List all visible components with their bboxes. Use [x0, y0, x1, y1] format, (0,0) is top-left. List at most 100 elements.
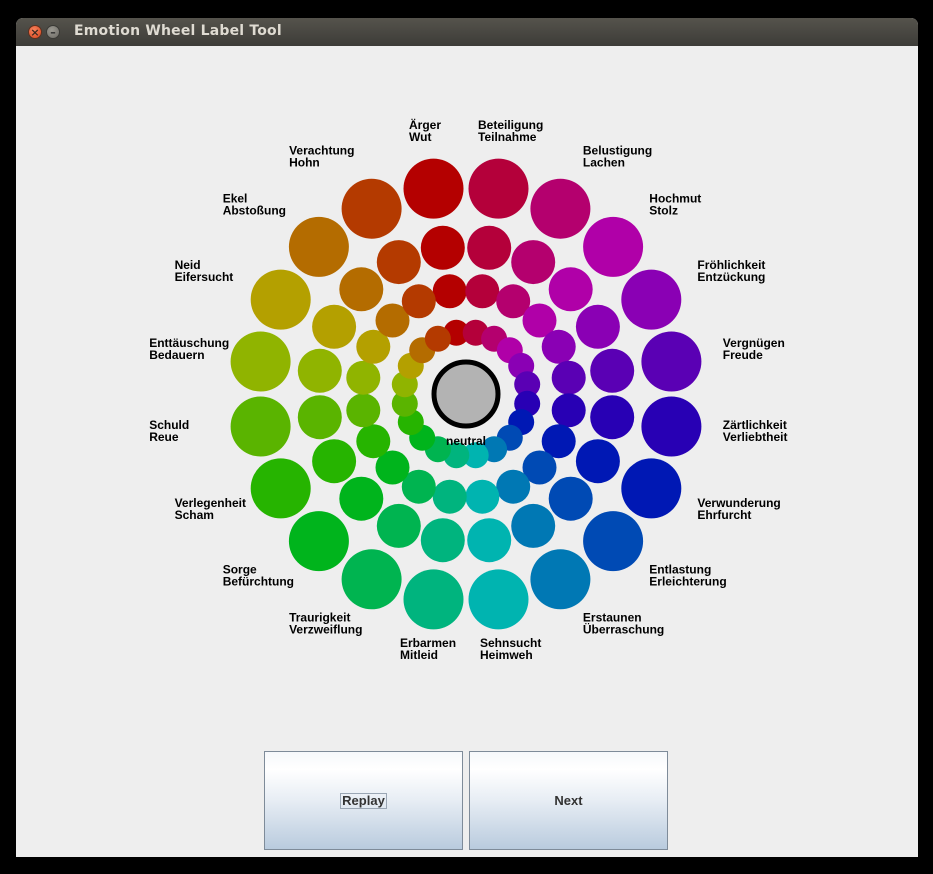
emotion-circle-intensity-1[interactable]	[424, 325, 451, 352]
emotion-circle-intensity-3[interactable]	[511, 240, 556, 285]
emotion-circle-intensity-2[interactable]	[432, 479, 467, 514]
next-button[interactable]: Next	[469, 751, 668, 850]
emotion-circle-intensity-2[interactable]	[496, 284, 531, 319]
neutral-circle[interactable]	[431, 359, 501, 429]
replay-button[interactable]: Replay	[264, 751, 463, 850]
emotion-circle-intensity-3[interactable]	[339, 476, 384, 521]
emotion-circle-intensity-3[interactable]	[575, 304, 620, 349]
close-window-button[interactable]: ×	[28, 25, 42, 39]
emotion-circle-intensity-4[interactable]	[230, 396, 291, 457]
window-title: Emotion Wheel Label Tool	[74, 23, 282, 39]
emotion-circle-intensity-2[interactable]	[541, 329, 576, 364]
emotion-circle-intensity-4[interactable]	[583, 511, 644, 572]
emotion-circle-intensity-3[interactable]	[297, 395, 342, 440]
emotion-circle-intensity-3[interactable]	[339, 267, 384, 312]
emotion-circle-intensity-4[interactable]	[621, 458, 682, 519]
emotion-circle-intensity-2[interactable]	[522, 303, 557, 338]
emotion-circle-intensity-3[interactable]	[376, 503, 421, 548]
emotion-circle-intensity-4[interactable]	[530, 549, 591, 610]
emotion-circle-intensity-2[interactable]	[432, 274, 467, 309]
emotion-circle-intensity-4[interactable]	[403, 158, 464, 219]
emotion-circle-intensity-4[interactable]	[288, 216, 349, 277]
emotion-circle-intensity-3[interactable]	[548, 267, 593, 312]
emotion-circle-intensity-4[interactable]	[341, 178, 402, 239]
emotion-circle-intensity-2[interactable]	[356, 329, 391, 364]
emotion-circle-intensity-3[interactable]	[548, 476, 593, 521]
emotion-circle-intensity-4[interactable]	[641, 331, 702, 392]
emotion-circle-intensity-3[interactable]	[590, 348, 635, 393]
emotion-circle-intensity-4[interactable]	[621, 269, 682, 330]
emotion-circle-intensity-2[interactable]	[522, 450, 557, 485]
emotion-circle-intensity-3[interactable]	[312, 439, 357, 484]
emotion-circle-intensity-4[interactable]	[288, 511, 349, 572]
emotion-circle-intensity-2[interactable]	[346, 393, 381, 428]
emotion-circle-intensity-3[interactable]	[297, 348, 342, 393]
emotion-circle-intensity-2[interactable]	[375, 450, 410, 485]
emotion-circle-intensity-1[interactable]	[391, 390, 418, 417]
emotion-circle-intensity-3[interactable]	[590, 395, 635, 440]
emotion-circle-intensity-3[interactable]	[467, 225, 512, 270]
emotion-circle-intensity-3[interactable]	[575, 439, 620, 484]
emotion-circle-intensity-1[interactable]	[514, 371, 541, 398]
minimize-window-button[interactable]: –	[46, 25, 60, 39]
emotion-circle-intensity-3[interactable]	[511, 503, 556, 548]
emotion-circle-intensity-3[interactable]	[312, 304, 357, 349]
emotion-circle-intensity-2[interactable]	[541, 424, 576, 459]
emotion-circle-intensity-1[interactable]	[462, 442, 489, 469]
emotion-circle-intensity-2[interactable]	[356, 424, 391, 459]
title-bar: × – Emotion Wheel Label Tool	[16, 18, 918, 46]
emotion-circle-intensity-4[interactable]	[403, 569, 464, 630]
emotion-circle-intensity-4[interactable]	[583, 216, 644, 277]
emotion-circle-intensity-4[interactable]	[468, 569, 529, 630]
emotion-circle-intensity-2[interactable]	[465, 274, 500, 309]
emotion-circle-intensity-4[interactable]	[250, 269, 311, 330]
emotion-circle-intensity-4[interactable]	[530, 178, 591, 239]
emotion-circle-intensity-2[interactable]	[551, 393, 586, 428]
emotion-circle-intensity-2[interactable]	[401, 469, 436, 504]
emotion-circle-intensity-3[interactable]	[376, 240, 421, 285]
minimize-icon: –	[50, 26, 56, 39]
emotion-circle-intensity-2[interactable]	[465, 479, 500, 514]
emotion-circle-intensity-2[interactable]	[375, 303, 410, 338]
emotion-circle-intensity-2[interactable]	[401, 284, 436, 319]
emotion-circle-intensity-2[interactable]	[346, 360, 381, 395]
emotion-circle-intensity-4[interactable]	[250, 458, 311, 519]
close-icon: ×	[30, 26, 40, 39]
emotion-circle-intensity-2[interactable]	[496, 469, 531, 504]
emotion-circle-intensity-4[interactable]	[230, 331, 291, 392]
emotion-circle-intensity-4[interactable]	[641, 396, 702, 457]
emotion-circle-intensity-3[interactable]	[467, 518, 512, 563]
emotion-circle-intensity-4[interactable]	[341, 549, 402, 610]
emotion-circle-intensity-3[interactable]	[420, 225, 465, 270]
emotion-circle-intensity-2[interactable]	[551, 360, 586, 395]
emotion-circle-intensity-4[interactable]	[468, 158, 529, 219]
emotion-circle-intensity-3[interactable]	[420, 518, 465, 563]
